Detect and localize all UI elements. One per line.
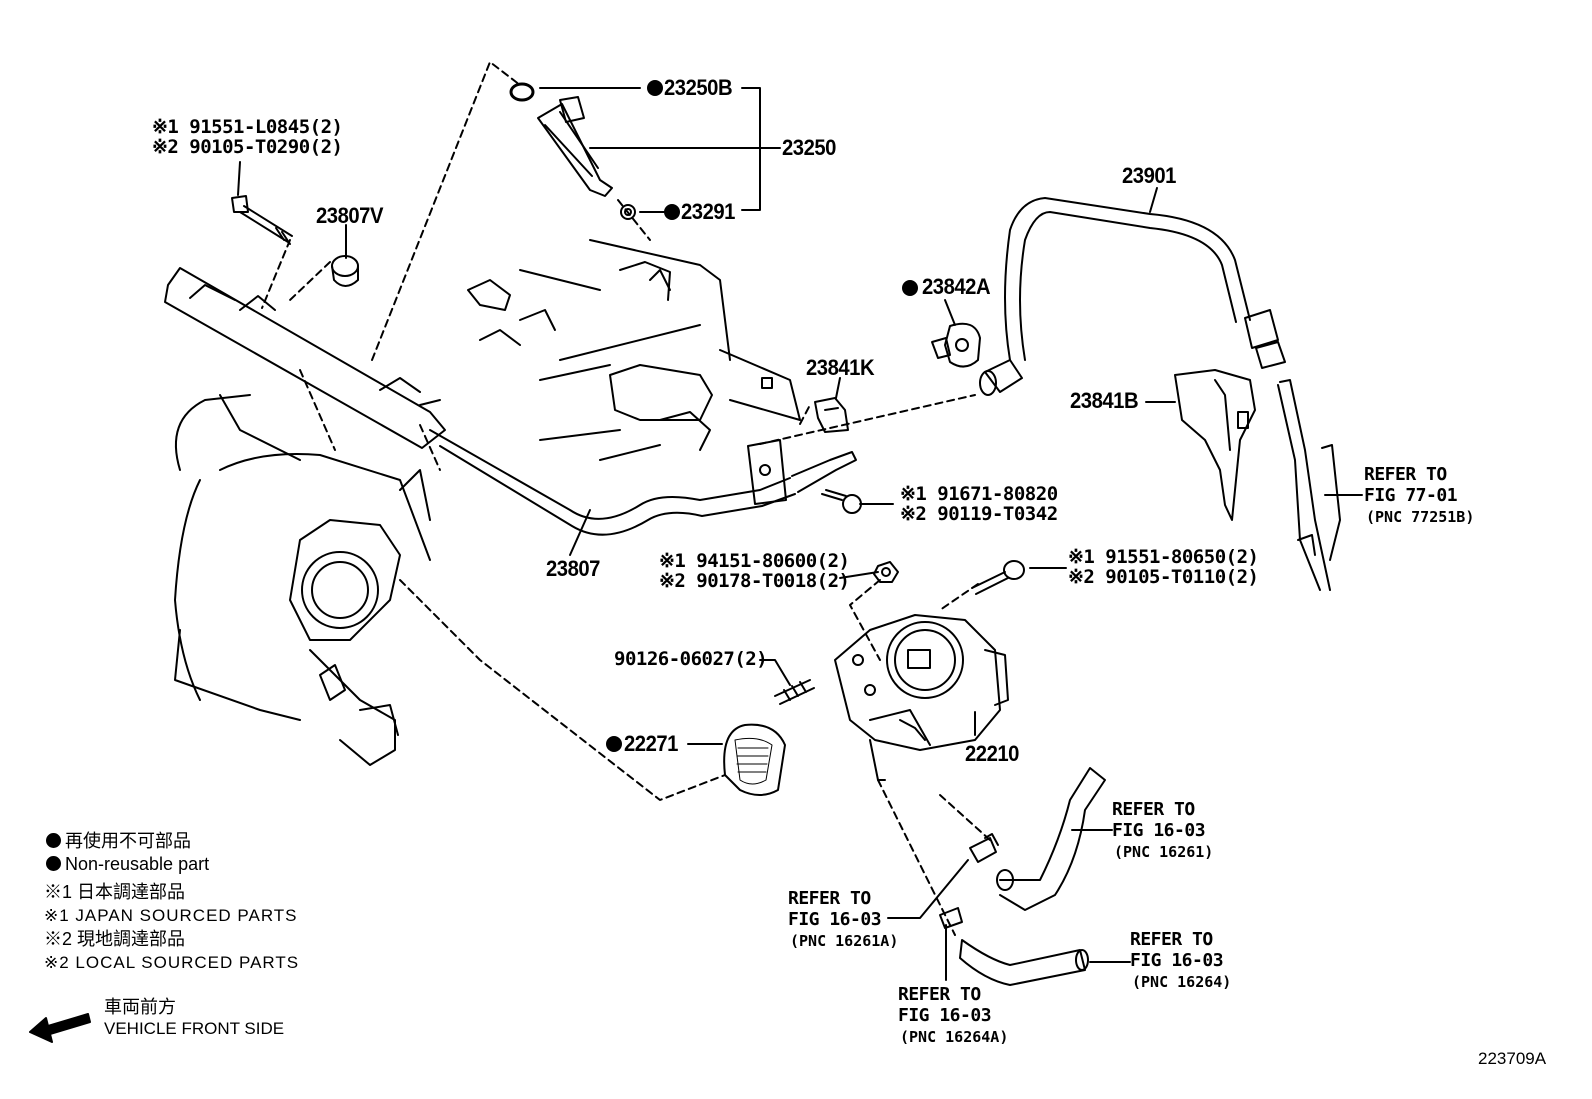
ref-16264-pnc: (PNC 16264) xyxy=(1132,973,1232,991)
ref-16264-line2[interactable]: FIG 16-03 xyxy=(1130,950,1224,971)
hose-16261 xyxy=(996,767,1106,911)
label-23250: 23250 xyxy=(782,135,836,160)
ref-16261-line2[interactable]: FIG 16-03 xyxy=(1112,820,1206,841)
legend-japan-sourced-en: ※1 JAPAN SOURCED PARTS xyxy=(44,906,298,925)
legend-front-en: VEHICLE FRONT SIDE xyxy=(104,1019,285,1038)
gasket-22271 xyxy=(723,723,786,796)
bullet-dot-icon xyxy=(46,833,61,848)
label-23841B: 23841B xyxy=(1070,388,1139,413)
stud-bolt xyxy=(774,679,815,705)
fitting-16261A xyxy=(969,833,999,863)
label-23842A: 23842A xyxy=(922,274,991,299)
label-23291: 23291 xyxy=(681,199,735,224)
ref-16261A-line1: REFER TO xyxy=(788,888,871,909)
legend-text: 再使用不可部品 xyxy=(65,831,191,851)
throttle-body-22210 xyxy=(834,614,1009,781)
intake-manifold xyxy=(174,239,801,766)
ref-16264A-pnc: (PNC 16264A) xyxy=(900,1028,1009,1046)
clip-23841K xyxy=(814,397,849,433)
ref-16261A-pnc: (PNC 16261A) xyxy=(790,932,899,950)
ref-77-line1: REFER TO xyxy=(1364,464,1447,485)
dashed-guides xyxy=(261,61,991,936)
label-23807: 23807 xyxy=(546,556,600,581)
figure-code: 223709A xyxy=(1478,1049,1547,1068)
label-23807V: 23807V xyxy=(316,203,384,228)
label-23250B: 23250B xyxy=(664,75,733,100)
nut xyxy=(873,561,899,583)
damper-23842A xyxy=(931,322,981,368)
ref-16264-line1: REFER TO xyxy=(1130,929,1213,950)
ref-16261A-line2[interactable]: FIG 16-03 xyxy=(788,909,882,930)
legend-front-jp: 車両前方 xyxy=(104,997,176,1017)
label-22210: 22210 xyxy=(965,741,1019,766)
label-screw-local: ※2 90119-T0342 xyxy=(900,503,1058,525)
front-arrow xyxy=(29,1013,91,1043)
legend-text: Non-reusable part xyxy=(65,854,210,874)
label-screw-japan: ※1 91671-80820 xyxy=(900,483,1058,505)
label-bolt2-japan: ※1 91551-80650(2) xyxy=(1068,546,1259,568)
hose-fig-77-01 xyxy=(1277,379,1341,591)
ref-16264A-line2[interactable]: FIG 16-03 xyxy=(898,1005,992,1026)
label-nut-local: ※2 90178-T0018(2) xyxy=(659,570,850,592)
label-22271: 22271 xyxy=(624,731,678,756)
non-reusable-markers xyxy=(606,80,918,752)
label-bolt2-local: ※2 90105-T0110(2) xyxy=(1068,566,1259,588)
legend-non-reusable-jp: 再使用不可部品 xyxy=(46,832,191,850)
fuel-injector xyxy=(509,82,636,220)
fuel-delivery-pipe xyxy=(164,267,857,536)
collar-23807V xyxy=(331,255,359,287)
label-bolt1-japan: ※1 91551-L0845(2) xyxy=(152,116,343,138)
leader-lines xyxy=(237,87,1363,981)
label-stud-bolt: 90126-06027(2) xyxy=(614,648,768,670)
ref-77-pnc: (PNC 77251B) xyxy=(1366,508,1475,526)
mounting-bolt-upper xyxy=(231,195,293,245)
label-bolt1-local: ※2 90105-T0290(2) xyxy=(152,136,343,158)
ref-77-line2[interactable]: FIG 77-01 xyxy=(1364,485,1458,506)
label-nut-japan: ※1 94151-80600(2) xyxy=(659,550,850,572)
bolt-throttle xyxy=(971,560,1025,595)
bracket-23841B xyxy=(1174,369,1256,521)
bolt-screw xyxy=(821,489,862,514)
hose-16264 xyxy=(959,939,1089,986)
fuel-hose-23901 xyxy=(979,197,1286,396)
ref-16261-line1: REFER TO xyxy=(1112,799,1195,820)
legend-japan-sourced-jp: ※1 日本調達部品 xyxy=(44,882,186,902)
legend-local-sourced-jp: ※2 現地調達部品 xyxy=(44,929,186,949)
ref-16261-pnc: (PNC 16261) xyxy=(1114,843,1214,861)
label-23901: 23901 xyxy=(1122,163,1176,188)
fitting-16264A xyxy=(939,907,963,929)
legend-non-reusable-en: Non-reusable part xyxy=(46,855,209,873)
label-23841K: 23841K xyxy=(806,355,875,380)
bullet-dot-icon xyxy=(46,856,61,871)
ref-16264A-line1: REFER TO xyxy=(898,984,981,1005)
legend-local-sourced-en: ※2 LOCAL SOURCED PARTS xyxy=(44,953,300,972)
